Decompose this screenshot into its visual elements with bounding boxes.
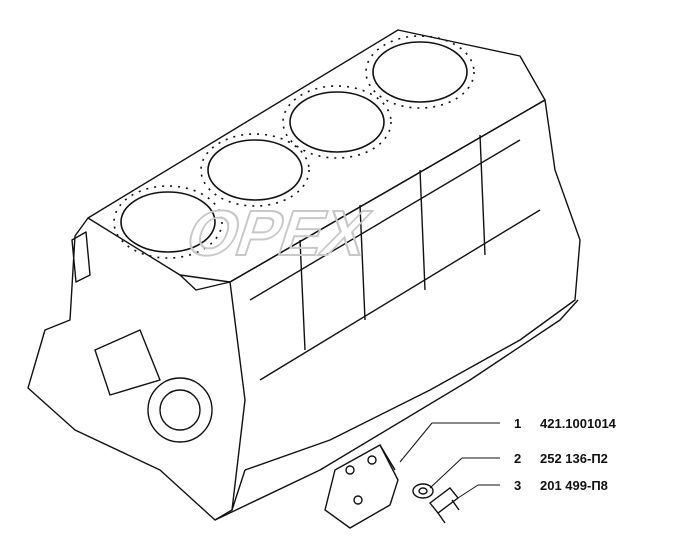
cylinder-bore-2 bbox=[207, 139, 303, 201]
block-front-face bbox=[27, 217, 246, 521]
part-number-2: 2 bbox=[514, 451, 522, 466]
block-side-face bbox=[229, 99, 581, 471]
bracket-part bbox=[324, 444, 399, 529]
part-number-1: 1 bbox=[514, 416, 522, 431]
watermark-logo: OPEX bbox=[178, 197, 379, 268]
cylinder-bore-1 bbox=[120, 191, 216, 253]
leader-line-1 bbox=[399, 422, 433, 463]
part-code-3: 201 499-П8 bbox=[540, 478, 608, 493]
washer-part bbox=[412, 483, 434, 499]
leader-line-3 bbox=[457, 484, 479, 499]
leader-line-2 bbox=[429, 457, 463, 489]
bolt-part bbox=[429, 487, 460, 524]
part-number-3: 3 bbox=[514, 478, 522, 493]
cylinder-bore-3 bbox=[289, 91, 385, 153]
cylinder-bore-4 bbox=[372, 41, 468, 103]
part-code-2: 252 136-П2 bbox=[540, 451, 608, 466]
part-code-1: 421.1001014 bbox=[540, 416, 616, 431]
